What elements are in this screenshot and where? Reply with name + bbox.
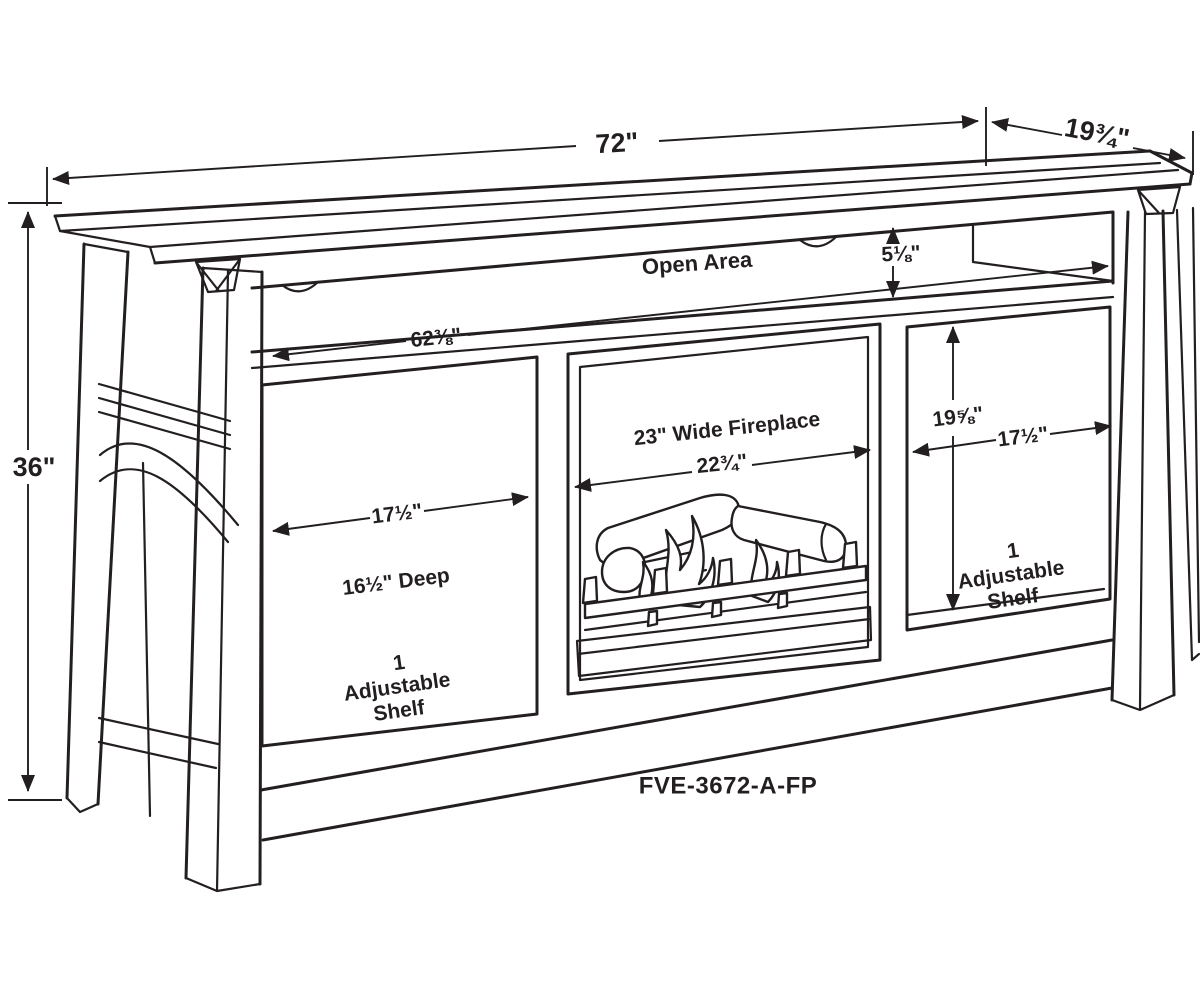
left-side-arch xyxy=(98,442,240,818)
dim-overall-depth: 19¾" xyxy=(991,112,1194,175)
back-left-leg xyxy=(65,242,130,814)
dim-right-opening-height: 19⅝" xyxy=(931,326,985,611)
left-door-panel xyxy=(260,355,539,748)
front-right-leg xyxy=(1110,209,1176,712)
left-shelf-count: 1 xyxy=(392,651,407,675)
dim-fireplace: 23" Wide Fireplace 22¾" xyxy=(574,408,871,492)
note-left-depth: 16½" Deep xyxy=(341,564,451,600)
logs-icon xyxy=(595,493,848,594)
fireplace-compartment xyxy=(566,322,882,696)
interior-width-label: 62⅜" xyxy=(410,324,463,352)
fender-base xyxy=(575,605,873,678)
dim-overall-width: 72" xyxy=(46,107,987,206)
dim-interior-width: 62⅜" xyxy=(272,260,1109,362)
grate xyxy=(581,540,868,632)
front-left-leg xyxy=(184,266,264,893)
tabletop xyxy=(53,149,1194,265)
model-number: FVE-3672-A-FP xyxy=(639,773,818,800)
fireplace-width-label: 22¾" xyxy=(696,450,749,478)
left-side-stretcher xyxy=(97,716,220,770)
cable-notch-icon xyxy=(798,235,838,248)
right-opening-width-label: 17½" xyxy=(996,422,1049,451)
right-open-compartment xyxy=(905,305,1112,632)
bottom-rail xyxy=(259,638,1114,842)
dim-open-area: Open Area 5⅛" xyxy=(641,227,921,298)
left-side-shelf xyxy=(97,382,232,451)
console-table-drawing xyxy=(53,149,1200,893)
overall-depth-label: 19¾" xyxy=(1062,112,1132,154)
note-left-shelf: 1 Adjustable Shelf xyxy=(342,651,452,726)
right-opening-height-label: 19⅝" xyxy=(931,402,984,431)
open-area-shelf xyxy=(250,210,1115,370)
overall-width-label: 72" xyxy=(595,127,640,160)
overall-height-label: 36" xyxy=(13,452,56,482)
dim-left-door-width: 17½" xyxy=(272,492,529,536)
corbel-right xyxy=(1136,185,1182,216)
fireplace-name-label: 23" Wide Fireplace xyxy=(633,408,822,450)
dim-overall-height: 36" xyxy=(8,202,62,801)
back-right-leg xyxy=(1175,206,1200,662)
open-area-height-label: 5⅛" xyxy=(881,241,921,266)
left-door-width-label: 17½" xyxy=(370,499,423,528)
cable-notch-icon xyxy=(280,280,320,293)
fireplace-insert xyxy=(575,493,873,678)
right-shelf-count: 1 xyxy=(1006,539,1021,563)
left-depth-label: 16½" Deep xyxy=(341,564,451,600)
note-right-shelf: 1 Adjustable Shelf xyxy=(956,539,1066,614)
